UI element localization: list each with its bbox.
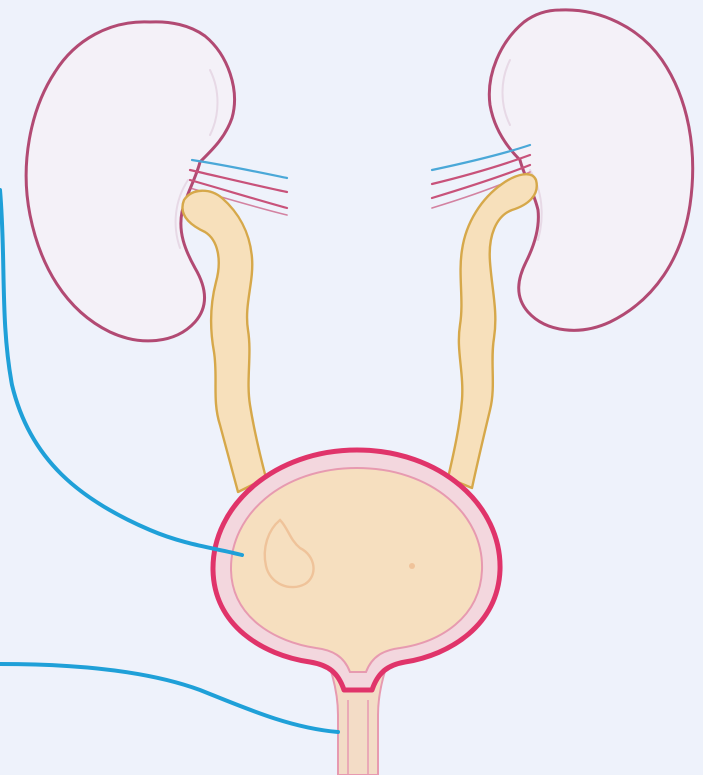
urinary-system-svg (0, 0, 703, 775)
urinary-system-diagram (0, 0, 703, 775)
